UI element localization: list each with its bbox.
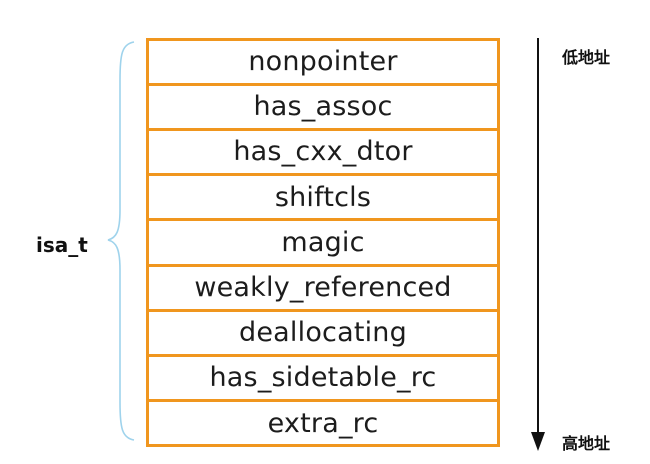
field-extra-rc: extra_rc bbox=[146, 400, 500, 446]
field-divider bbox=[146, 308, 500, 312]
field-divider bbox=[146, 218, 500, 222]
address-direction-arrow-icon bbox=[531, 38, 545, 451]
field-divider bbox=[146, 82, 500, 86]
field-deallocating: deallocating bbox=[146, 310, 500, 356]
field-divider bbox=[146, 173, 500, 177]
field-shiftcls: shiftcls bbox=[146, 174, 500, 220]
struct-name-label: isa_t bbox=[36, 233, 88, 257]
bitfield-stack: nonpointer has_assoc has_cxx_dtor shiftc… bbox=[146, 38, 500, 447]
curly-brace-icon bbox=[107, 41, 135, 441]
high-address-label: 高地址 bbox=[562, 434, 611, 453]
field-divider bbox=[146, 263, 500, 267]
field-divider bbox=[146, 444, 500, 447]
field-has-assoc: has_assoc bbox=[146, 84, 500, 130]
field-has-cxx-dtor: has_cxx_dtor bbox=[146, 129, 500, 175]
field-divider bbox=[146, 38, 500, 41]
field-divider bbox=[146, 127, 500, 131]
low-address-label: 低地址 bbox=[562, 48, 611, 67]
field-nonpointer: nonpointer bbox=[146, 39, 500, 85]
field-magic: magic bbox=[146, 219, 500, 265]
field-weakly-referenced: weakly_referenced bbox=[146, 265, 500, 311]
field-divider bbox=[146, 399, 500, 403]
field-divider bbox=[146, 353, 500, 357]
field-has-sidetable-rc: has_sidetable_rc bbox=[146, 355, 500, 401]
